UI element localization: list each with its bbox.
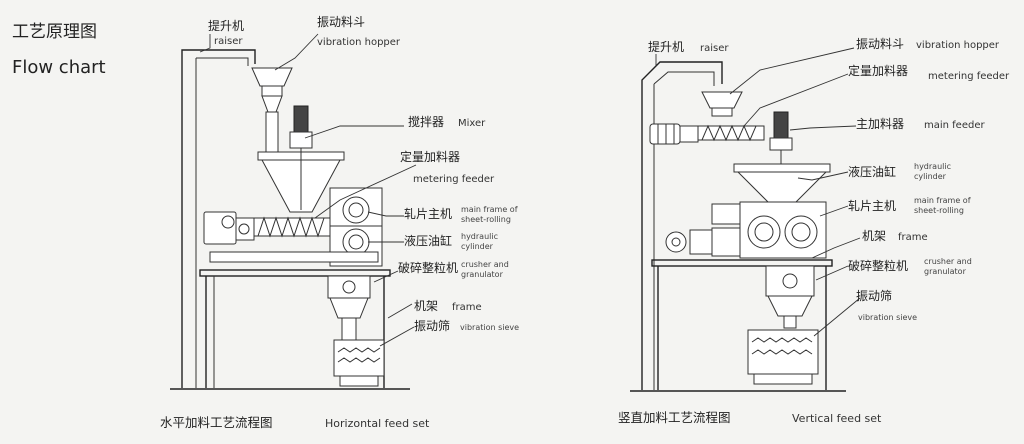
left-labels: 提升机 raiser 振动料斗 vibration hopper 搅拌器 Mix… (208, 15, 519, 333)
left-label-frame-zh: 机架 (414, 299, 438, 313)
right-label-hopper-zh: 振动料斗 (856, 37, 904, 51)
right-label-hydraulic-en1: hydraulic (914, 162, 951, 171)
left-label-hydraulic-en2: cylinder (461, 242, 494, 251)
left-label-hydraulic-zh: 液压油缸 (404, 233, 452, 248)
left-vibration-sieve (333, 339, 385, 377)
left-mixer-motor (293, 105, 309, 133)
right-frame (651, 259, 833, 267)
right-vibration-sieve (747, 329, 819, 375)
left-label-raiser-en: raiser (214, 36, 243, 47)
left-crusher (327, 275, 371, 299)
right-main-feeder (733, 163, 831, 173)
left-label-crusher-en1: crusher and (461, 260, 509, 269)
right-caption-en: Vertical feed set (792, 412, 882, 425)
right-label-frame-en: frame (898, 232, 928, 243)
right-main-feeder-motor (773, 111, 789, 139)
right-metering-motor (649, 123, 681, 145)
right-leader-lines (655, 47, 861, 337)
right-caption-zh: 竖直加料工艺流程图 (618, 410, 731, 425)
right-vibration-hopper (701, 91, 743, 109)
right-raiser (641, 61, 723, 390)
right-label-raiser-zh: 提升机 (648, 39, 684, 54)
left-label-frame-en: frame (452, 302, 482, 313)
left-label-crusher-en2: granulator (461, 270, 504, 279)
right-label-hopper-en: vibration hopper (916, 40, 1000, 51)
left-label-metering-en: metering feeder (413, 174, 495, 185)
right-machine-drawing (630, 61, 846, 392)
right-metering-feeder-screw (697, 125, 765, 141)
right-label-crusher-zh: 破碎整粒机 (848, 258, 908, 273)
right-label-crusher-en1: crusher and (924, 257, 972, 266)
left-label-hopper-zh: 振动料斗 (317, 15, 365, 29)
right-label-crusher-en2: granulator (924, 267, 967, 276)
left-label-mainframe-zh: 轧片主机 (404, 207, 452, 221)
left-label-raiser-zh: 提升机 (208, 18, 244, 33)
right-drive-motor (665, 231, 687, 253)
right-label-hydraulic-zh: 液压油缸 (848, 164, 896, 179)
left-label-metering-zh: 定量加料器 (400, 149, 460, 164)
left-caption-en: Horizontal feed set (325, 417, 430, 430)
heading-zh: 工艺原理图 (12, 22, 97, 42)
left-machine-drawing (170, 49, 410, 390)
right-label-hydraulic-en2: cylinder (914, 172, 947, 181)
left-label-mainframe-en2: sheet-rolling (461, 215, 511, 224)
right-label-metering-en: metering feeder (928, 71, 1010, 82)
right-label-raiser-en: raiser (700, 43, 729, 54)
right-label-metering-zh: 定量加料器 (848, 63, 908, 78)
right-label-sieve-en: vibration sieve (858, 313, 917, 322)
left-frame (199, 269, 391, 277)
right-labels: 提升机 raiser 振动料斗 vibration hopper 定量加料器 m… (648, 37, 1010, 322)
left-caption-zh: 水平加料工艺流程图 (160, 415, 273, 430)
right-label-mainframe-en1: main frame of (914, 196, 971, 205)
right-label-mainfeeder-zh: 主加料器 (856, 117, 904, 131)
left-label-sieve-zh: 振动筛 (414, 318, 450, 333)
left-label-hydraulic-en1: hydraulic (461, 232, 498, 241)
left-label-crusher-zh: 破碎整粒机 (398, 260, 458, 275)
right-label-mainframe-en2: sheet-rolling (914, 206, 964, 215)
left-label-mainframe-en1: main frame of (461, 205, 518, 214)
right-label-mainfeeder-en: main feeder (924, 120, 985, 131)
left-label-sieve-en: vibration sieve (460, 323, 519, 332)
right-label-sieve-zh: 振动筛 (856, 288, 892, 303)
right-label-frame-zh: 机架 (862, 229, 886, 243)
left-leader-lines (199, 33, 417, 347)
left-platform (209, 251, 379, 263)
right-hydraulic-cylinder (711, 203, 741, 225)
left-label-hopper-en: vibration hopper (317, 37, 401, 48)
right-crusher (765, 265, 815, 297)
right-label-mainframe-zh: 轧片主机 (848, 199, 896, 213)
heading-en: Flow chart (12, 57, 106, 78)
left-vibration-hopper (251, 67, 293, 87)
left-label-mixer-zh: 搅拌器 (408, 114, 444, 129)
left-raiser (181, 49, 256, 388)
left-label-mixer-en: Mixer (458, 118, 486, 129)
